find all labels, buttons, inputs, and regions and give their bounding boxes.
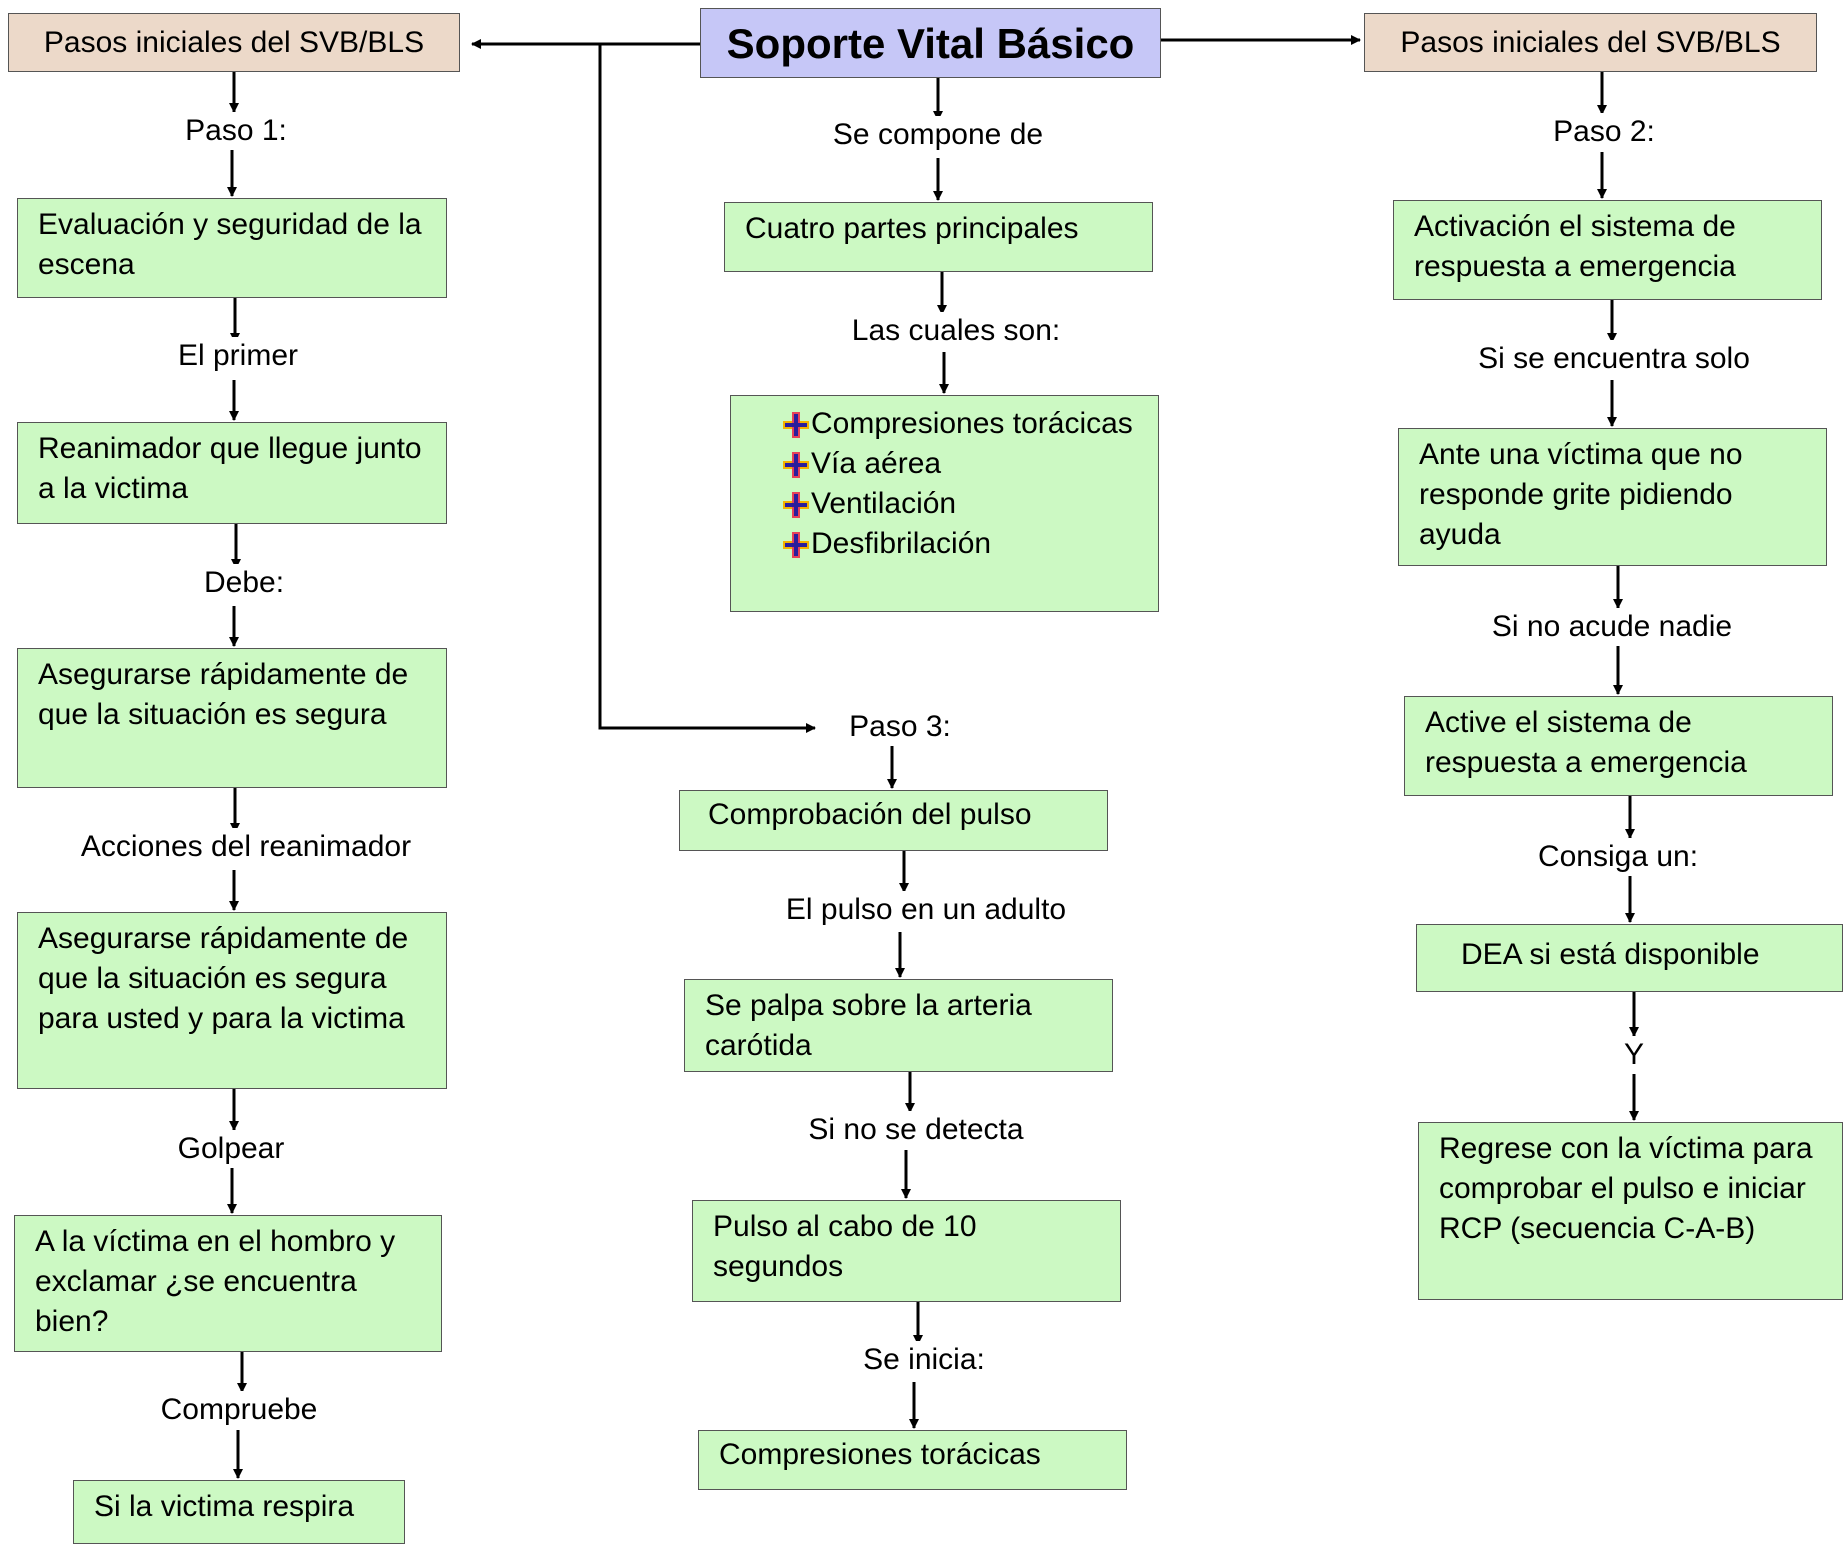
center-box-4: Pulso al cabo de 10 segundos	[692, 1200, 1121, 1302]
part-label: Vía aérea	[811, 447, 942, 480]
cross-bullet-icon	[783, 532, 809, 558]
left-step-label: Paso 1:	[183, 112, 289, 150]
center-label-3: Si no se detecta	[806, 1111, 1026, 1149]
center-step-label: Paso 3:	[847, 708, 953, 746]
left-box-6: Si la victima respira	[73, 1480, 405, 1544]
part-label: Desfibrilación	[811, 527, 992, 560]
right-label-4: Y	[1621, 1036, 1647, 1074]
left-label-5: Compruebe	[158, 1391, 320, 1429]
left-label-2: Debe:	[201, 564, 287, 602]
part-label: Compresiones torácicas	[811, 407, 1133, 440]
cross-bullet-icon	[783, 452, 809, 478]
part-item: Ventilación	[731, 484, 1158, 524]
part-item: Compresiones torácicas	[731, 404, 1158, 444]
center-label-2: El pulso en un adulto	[783, 891, 1069, 929]
right-label-3: Consiga un:	[1535, 838, 1701, 876]
center-box-5: Compresiones torácicas	[698, 1430, 1127, 1490]
center-label-4: Se inicia:	[861, 1341, 987, 1379]
right-header: Pasos iniciales del SVB/BLS	[1364, 13, 1817, 72]
right-box-5: Regrese con la víctima para comprobar el…	[1418, 1122, 1843, 1300]
cross-bullet-icon	[783, 412, 809, 438]
main-title: Soporte Vital Básico	[700, 8, 1161, 78]
center-box-2: Comprobación del pulso	[679, 790, 1108, 851]
right-box-4: DEA si está disponible	[1416, 924, 1843, 992]
part-label: Ventilación	[811, 487, 957, 520]
right-step-label: Paso 2:	[1551, 113, 1657, 151]
left-box-2: Reanimador que llegue junto a la victima	[17, 422, 447, 524]
right-box-3: Active el sistema de respuesta a emergen…	[1404, 696, 1833, 796]
right-label-2: Si no acude nadie	[1489, 608, 1735, 646]
left-label-3: Acciones del reanimador	[78, 828, 414, 866]
part-item: Desfibrilación	[731, 524, 1158, 564]
part-item: Vía aérea	[731, 444, 1158, 484]
cross-bullet-icon	[783, 492, 809, 518]
left-label-1: El primer	[175, 337, 301, 375]
right-label-1: Si se encuentra solo	[1476, 340, 1752, 378]
left-box-4: Asegurarse rápidamente de que la situaci…	[17, 912, 447, 1089]
left-box-1: Evaluación y seguridad de la escena	[17, 198, 447, 298]
left-header: Pasos iniciales del SVB/BLS	[8, 13, 460, 72]
left-box-3: Asegurarse rápidamente de que la situaci…	[17, 648, 447, 788]
left-label-4: Golpear	[175, 1130, 287, 1168]
center-box-3: Se palpa sobre la arteria carótida	[684, 979, 1113, 1072]
center-box-1: Cuatro partes principales	[724, 202, 1153, 272]
right-box-1: Activación el sistema de respuesta a eme…	[1393, 200, 1822, 300]
center-label-1: Las cuales son:	[849, 312, 1063, 350]
left-box-5: A la víctima en el hombro y exclamar ¿se…	[14, 1215, 442, 1352]
center-label-0: Se compone de	[830, 116, 1046, 154]
right-box-2: Ante una víctima que no responde grite p…	[1398, 428, 1827, 566]
